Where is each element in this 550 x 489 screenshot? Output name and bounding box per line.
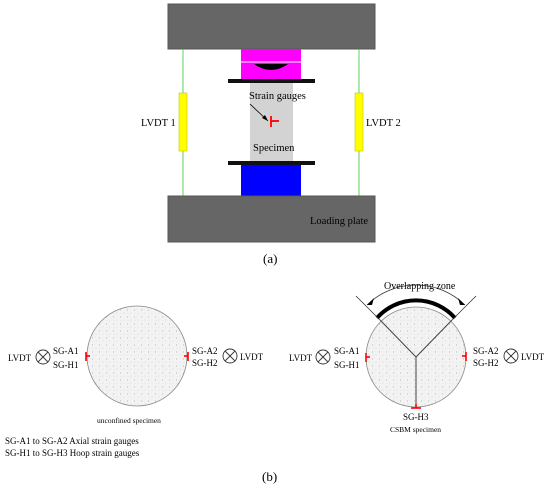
csbm-sg-h3: SG-H3 <box>403 412 429 422</box>
bottom-end-cap <box>228 161 315 165</box>
strain-gauge-marker <box>270 116 279 127</box>
test-setup-diagram: Strain gauges Specimen LVDT 1 LVDT 2 Loa… <box>141 3 401 266</box>
overlap-arrow-right <box>458 298 465 305</box>
csbm-sg-h2: SG-H2 <box>473 358 499 368</box>
csbm-left-gauge <box>365 353 370 362</box>
overlap-arrow-left <box>367 298 374 305</box>
overlap-extension-right <box>451 295 477 321</box>
caption-b: (b) <box>262 469 277 484</box>
csbm-sg-a1: SG-A1 <box>334 346 360 356</box>
unconfined-specimen-label: unconfined specimen <box>97 416 161 425</box>
legend-hoop-line: SG-H1 to SG-H3 Hoop strain gauges <box>5 448 140 458</box>
csbm-left-lvdt-icon <box>315 349 331 365</box>
overlapping-zone-label: Overlapping zone <box>384 281 456 292</box>
spherical-seat <box>254 64 288 70</box>
unconfined-left-gauge <box>85 352 90 361</box>
lvdt2-label: LVDT 2 <box>366 118 401 129</box>
unconfined-sg-a1: SG-A1 <box>53 346 79 356</box>
top-plate <box>167 3 376 50</box>
unconfined-sg-h2: SG-H2 <box>192 358 218 368</box>
csbm-right-lvdt-label: LVDT <box>521 352 545 362</box>
csbm-sg-a2: SG-A2 <box>473 346 499 356</box>
unconfined-circle <box>86 305 188 407</box>
csbm-right-gauge <box>462 352 467 361</box>
csbm-specimen-label: CSBM specimen <box>390 425 441 434</box>
csbm-divider-left <box>379 319 417 358</box>
csbm-bottom-gauge <box>411 404 421 409</box>
csbm-divider-right <box>415 319 453 358</box>
overlap-extension-left <box>355 295 381 321</box>
unconfined-right-lvdt-label: LVDT <box>240 352 264 362</box>
strain-gauge-arrowhead <box>262 115 268 121</box>
csbm-right-lvdt-icon <box>503 348 519 364</box>
legend-axial-line: SG-A1 to SG-A2 Axial strain gauges <box>5 436 139 446</box>
bottom-plate <box>167 195 376 243</box>
loading-plate-label: Loading plate <box>310 216 368 227</box>
top-end-cap <box>228 79 315 83</box>
lvdt1-label: LVDT 1 <box>141 118 176 129</box>
unconfined-sg-h1: SG-H1 <box>53 360 79 370</box>
overlapping-zone-arc <box>375 298 457 320</box>
caption-a: (a) <box>263 251 277 266</box>
csbm-left-lvdt-label: LVDT <box>289 353 313 363</box>
specimen-label: Specimen <box>253 143 295 154</box>
unconfined-specimen-diagram: LVDT SG-A1 SG-H1 SG-A2 SG-H2 LVDT unconf… <box>8 305 264 425</box>
csbm-specimen-diagram: Overlapping zone LVDT SG-A1 SG-H1 SG- <box>289 281 545 434</box>
strain-gauges-label: Strain gauges <box>249 91 306 102</box>
unconfined-right-lvdt-icon <box>222 348 238 364</box>
unconfined-left-lvdt-label: LVDT <box>8 353 32 363</box>
overlap-dimension-arc <box>366 284 466 306</box>
blue-loading-block <box>241 165 301 196</box>
gauge-legend: SG-A1 to SG-A2 Axial strain gauges SG-H1… <box>5 436 140 458</box>
unconfined-right-gauge <box>184 352 189 361</box>
unconfined-sg-a2: SG-A2 <box>192 346 218 356</box>
lvdt1-sensor <box>178 92 188 152</box>
unconfined-left-lvdt-icon <box>35 349 51 365</box>
csbm-sg-h1: SG-H1 <box>334 360 360 370</box>
lvdt2-sensor <box>354 92 364 152</box>
